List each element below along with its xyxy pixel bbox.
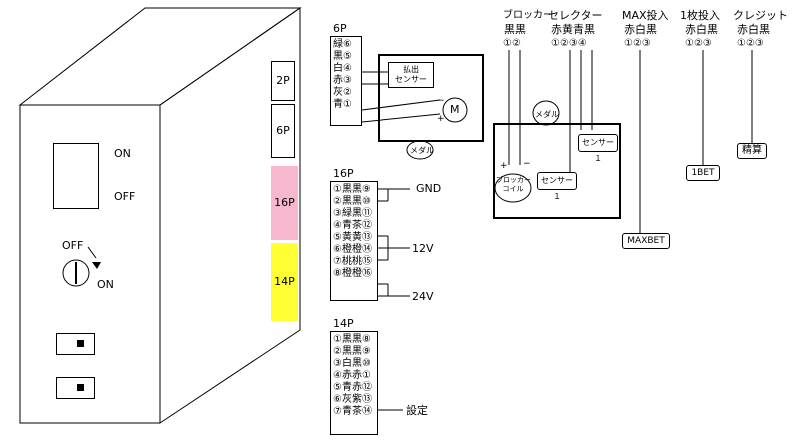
port-2p[interactable]: 2P bbox=[271, 61, 295, 101]
connector-16p-row: ③緑黒⑪ bbox=[333, 208, 372, 219]
connector-16p-row: ②黒黒⑩ bbox=[333, 196, 371, 207]
header-blocker-colors: 黒黒 bbox=[504, 23, 526, 36]
header-blocker-title: ブロッカー bbox=[503, 10, 553, 21]
connector-14p-row: ⑥灰紫⑬ bbox=[333, 394, 372, 405]
dip-switch-1[interactable] bbox=[56, 333, 95, 355]
connector-16p-row: ①黒黒⑨ bbox=[333, 184, 371, 195]
header-max-pins: ①②③ bbox=[624, 38, 651, 49]
motor-plus: + bbox=[437, 114, 445, 124]
connector-6p-row: 灰② bbox=[333, 87, 352, 98]
connector-6p-row: 緑⑥ bbox=[333, 39, 352, 50]
power-switch[interactable] bbox=[53, 143, 99, 209]
connector-14p-row: ②黒黒⑨ bbox=[333, 346, 371, 357]
medal-label-selector: メダル bbox=[535, 110, 559, 119]
dip-switch-2[interactable] bbox=[56, 377, 95, 399]
header-1bet-pins: ①②③ bbox=[685, 38, 712, 49]
setting-label: 設定 bbox=[406, 404, 428, 417]
connector-16p-row: ④青茶⑫ bbox=[333, 220, 372, 231]
selector-unit-box bbox=[493, 123, 621, 219]
medal-label-payout: メダル bbox=[410, 146, 434, 155]
payout-unit-box bbox=[378, 54, 484, 142]
connector-14p: ①黒黒⑧ ②黒黒⑨ ③白黒⑩ ④赤赤① ⑤青赤⑫ ⑥灰紫⑬ ⑦青茶⑭ bbox=[330, 331, 378, 435]
off-label: OFF bbox=[114, 190, 136, 203]
connector-16p-row: ⑧橙橙⑯ bbox=[333, 268, 372, 279]
header-credit-title: クレジット bbox=[733, 9, 788, 22]
header-max-title: MAX投入 bbox=[622, 9, 669, 22]
dial-on-label: ON bbox=[97, 278, 114, 291]
connector-6p-title: 6P bbox=[333, 22, 347, 35]
connector-16p-row: ⑤黄黄⑬ bbox=[333, 232, 372, 243]
header-selector-title: セレクター bbox=[548, 9, 603, 22]
connector-14p-row: ⑦青茶⑭ bbox=[333, 406, 372, 417]
connector-16p-title: 16P bbox=[333, 167, 354, 180]
port-6p[interactable]: 6P bbox=[271, 104, 295, 158]
connector-6p-row: 白④ bbox=[333, 63, 352, 74]
v12-label: 12V bbox=[412, 242, 434, 255]
port-14p[interactable]: 14P bbox=[271, 243, 298, 321]
port-16p[interactable]: 16P bbox=[271, 166, 298, 240]
header-credit-colors: 赤白黒 bbox=[737, 23, 770, 36]
connector-14p-title: 14P bbox=[333, 317, 354, 330]
gnd-label: GND bbox=[416, 182, 442, 195]
v24-label: 24V bbox=[412, 290, 434, 303]
motor-label: M bbox=[450, 103, 460, 116]
onebet-button[interactable]: 1BET bbox=[686, 165, 720, 181]
payout-sensor: 払出 センサー bbox=[388, 62, 434, 88]
motor-minus: − bbox=[437, 96, 445, 106]
connector-6p: 緑⑥ 黒⑤ 白④ 赤③ 灰② 青① bbox=[330, 36, 362, 126]
blocker-coil-label: ブロッカー コイル bbox=[496, 176, 531, 193]
header-blocker-pins: ①② bbox=[503, 38, 521, 49]
connector-14p-row: ①黒黒⑧ bbox=[333, 334, 371, 345]
header-1bet-colors: 赤白黒 bbox=[685, 23, 718, 36]
connector-6p-row: 黒⑤ bbox=[333, 51, 352, 62]
coil-minus: − bbox=[523, 159, 531, 169]
dial-off-label: OFF bbox=[62, 239, 84, 252]
selector-sensor-1b: センサー１ bbox=[578, 134, 618, 163]
cabinet-top bbox=[18, 7, 302, 106]
connector-14p-row: ③白黒⑩ bbox=[333, 358, 371, 369]
maxbet-button[interactable]: MAXBET bbox=[622, 233, 670, 249]
motor-symbol bbox=[442, 97, 468, 123]
cabinet-side bbox=[159, 7, 301, 424]
header-selector-colors: 赤黄青黒 bbox=[551, 23, 595, 36]
connector-6p-row: 青① bbox=[333, 99, 352, 110]
header-max-colors: 赤白黒 bbox=[624, 23, 657, 36]
connector-14p-row: ④赤赤① bbox=[333, 370, 371, 381]
header-credit-pins: ①②③ bbox=[737, 38, 764, 49]
blocker-coil-oval bbox=[494, 173, 532, 203]
medal-oval-selector bbox=[532, 100, 560, 126]
selector-sensor-1a: センサー１ bbox=[537, 172, 577, 201]
coil-plus: + bbox=[500, 161, 508, 171]
on-label: ON bbox=[114, 147, 131, 160]
connector-16p: ①黒黒⑨ ②黒黒⑩ ③緑黒⑪ ④青茶⑫ ⑤黄黄⑬ ⑥橙橙⑭ ⑦桃桃⑮ ⑧橙橙⑯ bbox=[330, 181, 378, 301]
header-selector-pins: ①②③④ bbox=[551, 38, 587, 49]
connector-16p-row: ⑥橙橙⑭ bbox=[333, 244, 372, 255]
connector-16p-row: ⑦桃桃⑮ bbox=[333, 256, 372, 267]
seisan-button[interactable]: 精算 bbox=[737, 143, 767, 159]
header-1bet-title: 1枚投入 bbox=[680, 9, 720, 22]
connector-6p-row: 赤③ bbox=[333, 75, 352, 86]
connector-14p-row: ⑤青赤⑫ bbox=[333, 382, 372, 393]
